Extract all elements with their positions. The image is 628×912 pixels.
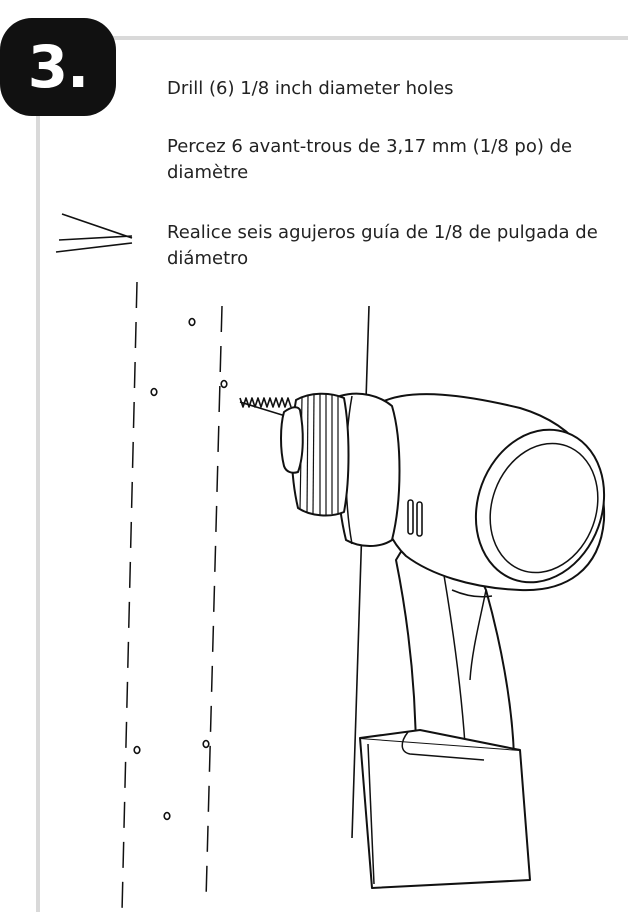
page-frame-top <box>40 36 628 40</box>
page-frame-left <box>36 36 40 912</box>
wall-stud-outline <box>121 281 223 912</box>
pilot-hole <box>133 745 141 755</box>
instruction-french: Percez 6 avant-trous de 3,17 mm (1/8 po)… <box>167 136 573 183</box>
pilot-holes <box>133 317 228 821</box>
pilot-hole <box>163 811 171 821</box>
battery-pack <box>359 737 531 889</box>
chuck-nose <box>280 406 304 474</box>
drill-icon <box>239 392 606 889</box>
pilot-hole <box>150 387 158 397</box>
pilot-hole <box>220 379 228 389</box>
instruction-english: Drill (6) 1/8 inch diameter holes <box>167 78 454 99</box>
instruction-spanish: Realice seis agujeros guía de 1/8 de pul… <box>167 222 598 269</box>
pilot-hole <box>188 317 196 327</box>
vent-slots <box>407 499 423 537</box>
perspective-wedge-icon <box>55 213 133 253</box>
pilot-hole <box>202 739 210 749</box>
step-number-badge: 3. <box>0 18 116 116</box>
